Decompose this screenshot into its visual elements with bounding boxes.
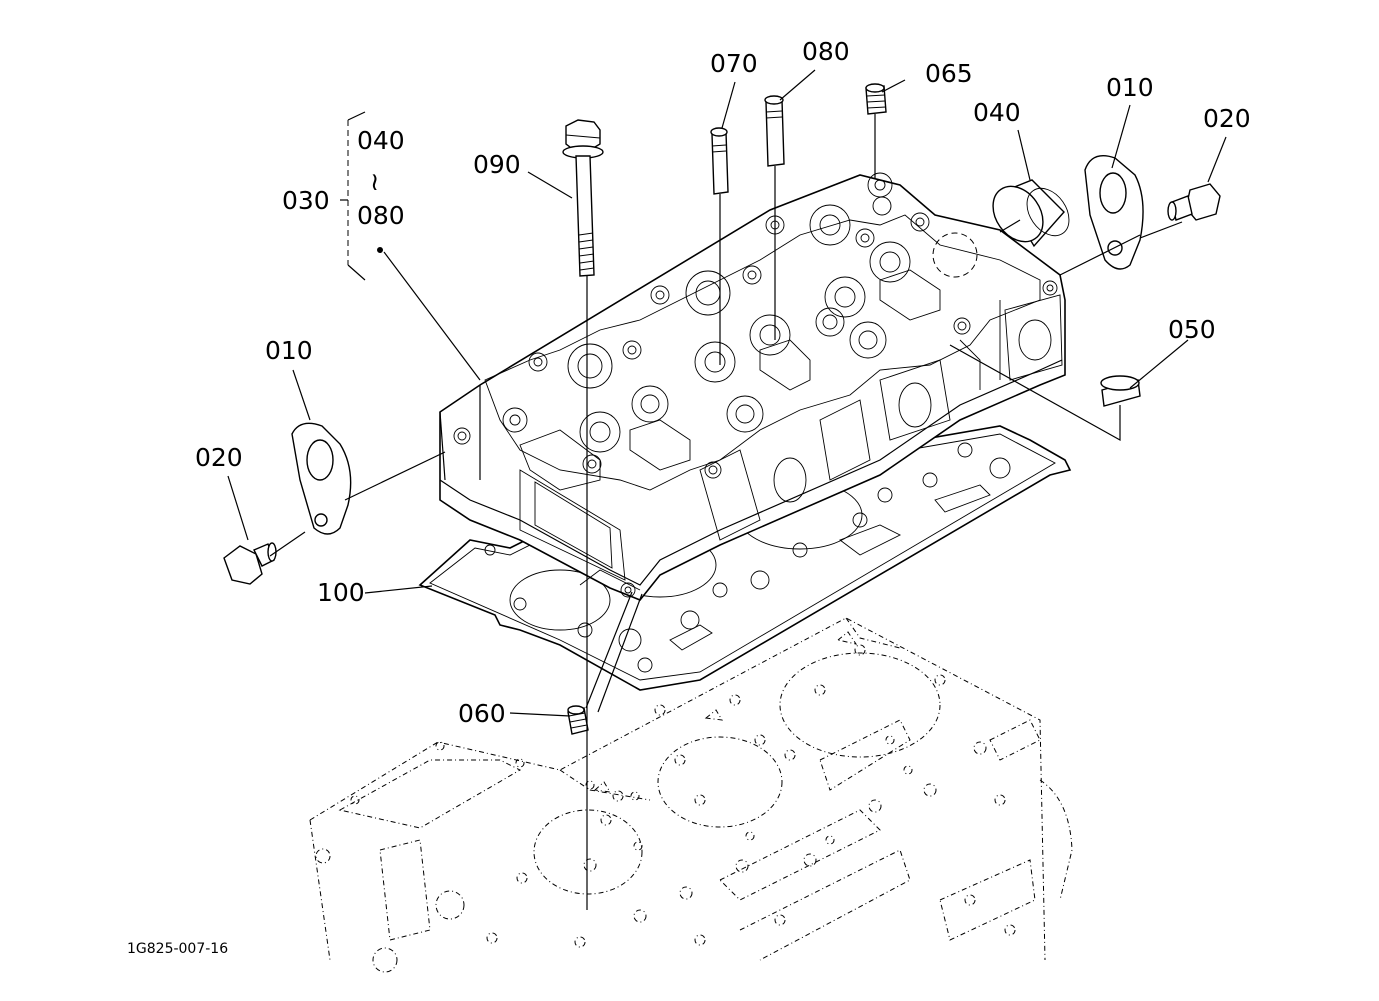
plug-cap-040 (992, 179, 1070, 248)
callout-020-left: 020 (195, 443, 243, 472)
callout-090: 090 (473, 150, 521, 179)
callout-080: 080 (802, 37, 850, 66)
callout-030: 030 (282, 186, 330, 215)
callout-030-range-tilde: ≀ (370, 167, 379, 196)
callout-065: 065 (925, 59, 973, 88)
head-bolt-090 (562, 119, 604, 277)
callout-labels: 010 020 040 065 080 070 090 030 040 ≀ 08… (127, 37, 1251, 957)
callout-100: 100 (317, 578, 365, 607)
cylinder-head (439, 172, 1066, 601)
callout-050: 050 (1168, 315, 1216, 344)
cylinder-block-phantom (309, 617, 1073, 973)
valve-guide-070 (710, 127, 729, 195)
eye-bolt-020-right (1167, 183, 1221, 221)
callout-020-right: 020 (1203, 104, 1251, 133)
callout-070: 070 (710, 49, 758, 78)
valve-guide-080 (764, 95, 785, 167)
callout-030-range-from: 040 (357, 126, 405, 155)
callout-060: 060 (458, 699, 506, 728)
callout-010-left: 010 (265, 336, 313, 365)
screw-065 (865, 83, 887, 115)
callout-010-right: 010 (1106, 73, 1154, 102)
hanger-plate-010-left (291, 422, 352, 535)
hanger-plate-010-right (1084, 155, 1144, 270)
stud-060 (567, 705, 589, 735)
figure-code: 1G825-007-16 (127, 941, 228, 957)
callout-040-right: 040 (973, 98, 1021, 127)
leader-lines (227, 69, 1227, 910)
eye-bolt-020-left (223, 542, 277, 585)
plug-050 (1100, 375, 1141, 407)
callout-030-range-to: 080 (357, 201, 405, 230)
